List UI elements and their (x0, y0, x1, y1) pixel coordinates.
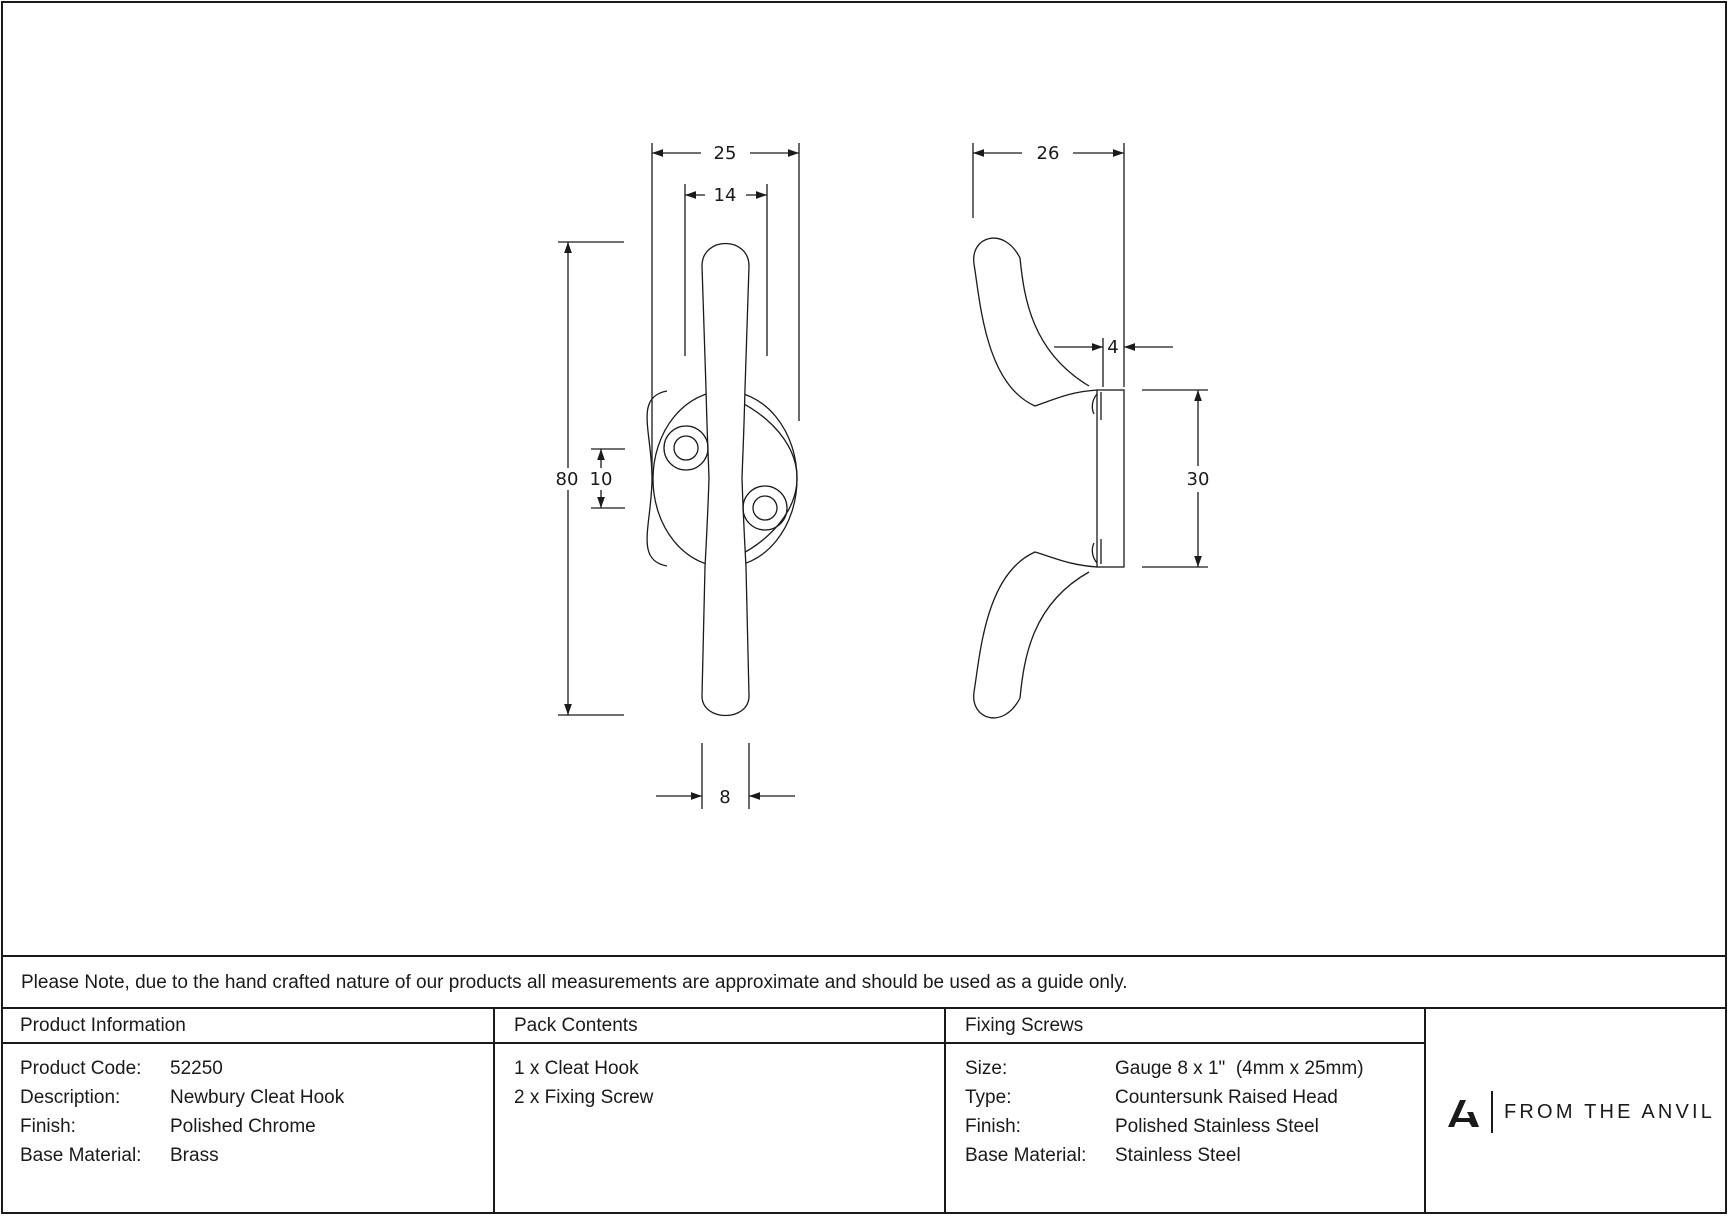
front-view (558, 143, 800, 809)
product-value: 52250 (170, 1058, 223, 1079)
technical-drawing: 25 14 80 10 8 26 4 30 (556, 143, 1210, 809)
side-upper-arm (973, 237, 1098, 407)
pack-item: 1 x Cleat Hook (514, 1058, 944, 1087)
screw-value: Gauge 8 x 1" (4mm x 25mm) (1115, 1058, 1364, 1079)
logo-divider (1491, 1091, 1493, 1133)
pack-contents-panel: Pack Contents 1 x Cleat Hook 2 x Fixing … (493, 1009, 944, 1214)
info-block: Product Information Product Code: 52250 D… (1, 1007, 1727, 1214)
pack-item-text: 2 x Fixing Screw (514, 1087, 654, 1108)
dim-stem-width: 8 (719, 787, 730, 808)
fixing-screws-heading: Fixing Screws (946, 1009, 1424, 1044)
dim-hole-offset: 10 (590, 469, 613, 490)
pack-item: 2 x Fixing Screw (514, 1087, 944, 1116)
dim-overall-width: 25 (714, 143, 737, 164)
screw-label: Base Material: (965, 1145, 1087, 1166)
dim-height: 80 (556, 469, 579, 490)
screw-label: Finish: (965, 1116, 1021, 1137)
front-screw-hole-2-outer (742, 485, 788, 531)
screw-row: Finish: Polished Stainless Steel (965, 1116, 1424, 1145)
front-cleat-arm (701, 243, 750, 717)
dim-plate-thickness: 4 (1107, 337, 1118, 358)
product-value: Brass (170, 1145, 219, 1166)
screw-label: Type: (965, 1087, 1012, 1108)
measurement-note: Please Note, due to the hand crafted nat… (1, 955, 1727, 1007)
product-label: Description: (20, 1087, 121, 1108)
product-value: Polished Chrome (170, 1116, 316, 1137)
dim-projection: 26 (1037, 143, 1060, 164)
brand-panel: FROM THE ANVIL (1424, 1009, 1727, 1214)
product-label: Finish: (20, 1116, 76, 1137)
product-label: Product Code: (20, 1058, 142, 1079)
front-screw-hole-1-outer (663, 425, 709, 471)
product-row: Description: Newbury Cleat Hook (20, 1087, 493, 1116)
front-screw-hole-2-inner (752, 495, 778, 521)
product-row: Product Code: 52250 (20, 1058, 493, 1087)
product-value: Newbury Cleat Hook (170, 1087, 345, 1108)
pack-contents-heading: Pack Contents (495, 1009, 944, 1044)
product-row: Base Material: Brass (20, 1145, 493, 1174)
brand-name: FROM THE ANVIL (1504, 1101, 1716, 1123)
screw-label: Size: (965, 1058, 1008, 1079)
screw-row: Type: Countersunk Raised Head (965, 1087, 1424, 1116)
screw-value: Countersunk Raised Head (1115, 1087, 1338, 1108)
product-label: Base Material: (20, 1145, 142, 1166)
side-back-plate (1096, 389, 1125, 568)
fixing-screws-panel: Fixing Screws Size: Gauge 8 x 1" (4mm x 2… (944, 1009, 1424, 1214)
side-lower-arm (973, 551, 1098, 719)
screw-value: Stainless Steel (1115, 1145, 1241, 1166)
dim-body-width: 14 (714, 185, 737, 206)
screw-row: Base Material: Stainless Steel (965, 1145, 1424, 1174)
front-screw-hole-1-inner (673, 435, 699, 461)
product-row: Finish: Polished Chrome (20, 1116, 493, 1145)
side-view (972, 143, 1208, 719)
screw-value: Polished Stainless Steel (1115, 1116, 1319, 1137)
screw-row: Size: Gauge 8 x 1" (4mm x 25mm) (965, 1058, 1424, 1087)
dim-plate-height: 30 (1187, 469, 1210, 490)
anvil-a-logo-icon (1448, 1100, 1479, 1127)
product-information-panel: Product Information Product Code: 52250 D… (1, 1009, 493, 1214)
pack-item-text: 1 x Cleat Hook (514, 1058, 639, 1079)
product-information-heading: Product Information (1, 1009, 493, 1044)
